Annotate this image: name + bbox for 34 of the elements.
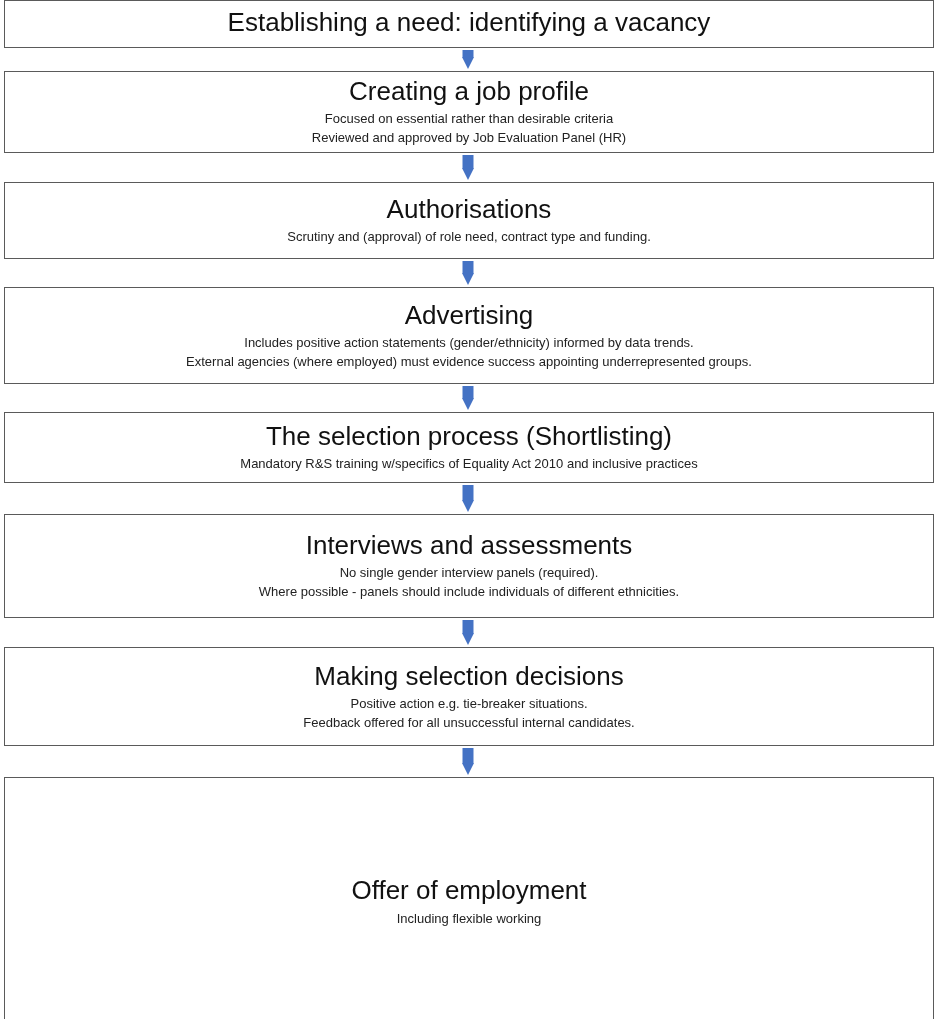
step-title: The selection process (Shortlisting) xyxy=(265,421,673,453)
process-box xyxy=(4,412,934,483)
process-box xyxy=(4,287,934,384)
step-description: Scrutiny and (approval) of role need, contract type and funding. xyxy=(287,228,651,247)
down-arrow xyxy=(462,261,474,285)
process-box xyxy=(4,514,934,618)
step-description: External agencies (where employed) must evidence success appointing underrepresented groups. xyxy=(186,352,752,371)
process-box xyxy=(4,647,934,746)
process-box xyxy=(4,777,934,1019)
step-description: Where possible - panels should include individuals of different ethnicities. xyxy=(258,583,680,602)
step-title: Advertising xyxy=(404,299,534,331)
step-description: Positive action e.g. tie-breaker situations. xyxy=(350,694,588,713)
step-description: No single gender interview panels (required). xyxy=(339,564,599,583)
step-title: Creating a job profile xyxy=(349,76,589,108)
step-description: Includes positive action statements (gender/ethnicity) informed by data trends. xyxy=(244,333,694,352)
process-box xyxy=(4,71,934,153)
process-box xyxy=(4,0,934,48)
step-title: Authorisations xyxy=(386,194,552,226)
step-description: Feedback offered for all unsuccessful internal candidates. xyxy=(303,713,635,732)
process-box xyxy=(4,182,934,259)
down-arrow xyxy=(462,748,474,775)
step-title: Establishing a need: identifying a vacancy xyxy=(227,6,711,39)
step-description: Focused on essential rather than desirable criteria xyxy=(324,110,614,129)
step-title: Making selection decisions xyxy=(314,660,624,692)
down-arrow xyxy=(462,155,474,180)
step-title: Interviews and assessments xyxy=(305,530,633,562)
step-description: Including flexible working xyxy=(396,909,542,928)
step-description: Mandatory R&S training w/specifics of Equality Act 2010 and inclusive practices xyxy=(240,455,698,474)
down-arrow xyxy=(462,620,474,645)
step-description: Reviewed and approved by Job Evaluation Panel (HR) xyxy=(311,129,627,148)
down-arrow xyxy=(462,386,474,410)
step-title: Offer of employment xyxy=(351,875,587,907)
down-arrow xyxy=(462,485,474,512)
down-arrow xyxy=(462,50,474,69)
